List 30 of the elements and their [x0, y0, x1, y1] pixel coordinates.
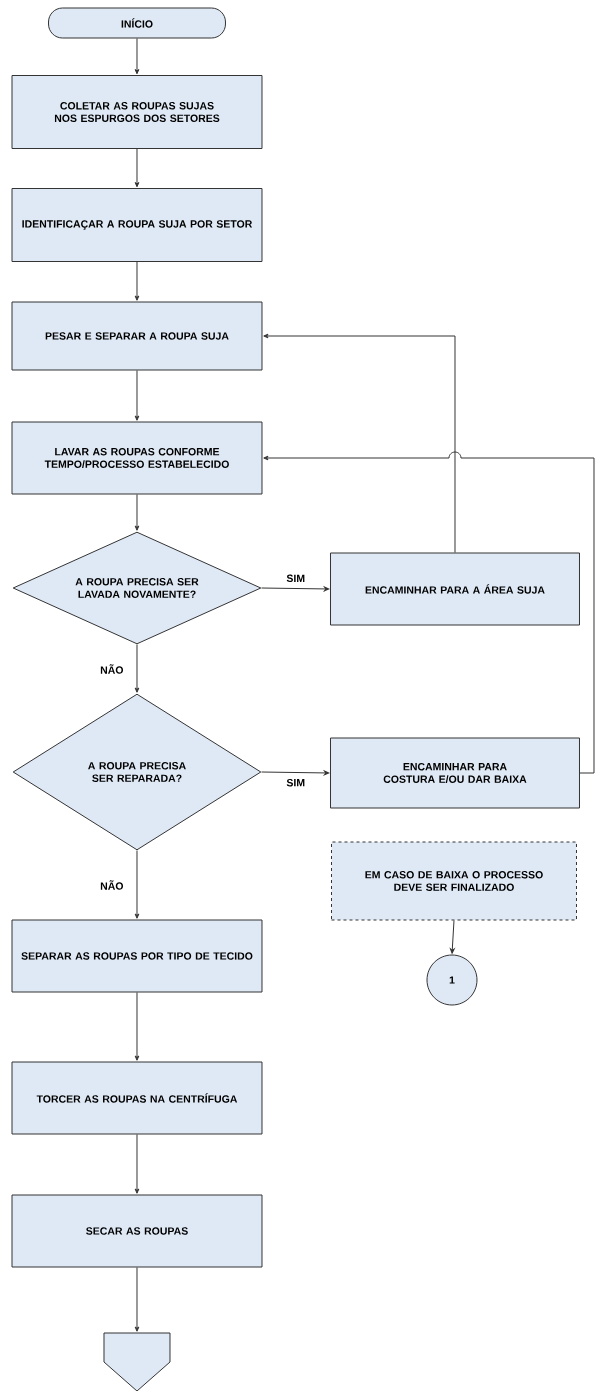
arrow [134, 370, 140, 421]
arrow [134, 494, 140, 531]
arrow [134, 850, 140, 919]
edge-label: NÃO [100, 880, 124, 890]
process-box: ENCAMINHAR PARA A ÁREA SUJA [330, 552, 580, 626]
arrow [134, 644, 140, 693]
arrow [263, 333, 456, 553]
process-box: COLETAR AS ROUPAS SUJAS NOS ESPURGOS DOS SETORES [11, 75, 263, 149]
edge-label: NÃO [100, 664, 124, 674]
arrow [261, 770, 330, 776]
off-page-connector [103, 1332, 171, 1391]
process-box: IDENTIFICAÇAR A ROUPA SUJA POR SETOR [11, 188, 263, 262]
arrow [134, 38, 140, 75]
process-box: TORCER AS ROUPAS NA CENTRÍFUGA [11, 1061, 263, 1135]
arrow [450, 920, 455, 954]
arrow [134, 1267, 140, 1332]
edge-label: SIM [286, 574, 305, 582]
edge-label: SIM [286, 779, 305, 787]
process-box: SECAR AS ROUPAS [11, 1194, 263, 1268]
process-box: SEPARAR AS ROUPAS POR TIPO DE TECIDO [11, 919, 263, 993]
process-box: PESAR E SEPARAR A ROUPA SUJA [11, 301, 263, 371]
process-box: LAVAR AS ROUPAS CONFORME TEMPO/PROCESSO ESTABELECIDO [11, 421, 263, 495]
terminal-box: INÍCIO [48, 7, 226, 39]
arrow [134, 1134, 140, 1194]
arrow [134, 261, 140, 301]
arrow [134, 992, 140, 1061]
process-box: ENCAMINHAR PARA COSTURA E/OU DAR BAIXA [330, 737, 580, 809]
note-box: EM CASO DE BAIXA O PROCESSO DEVE SER FINALIZADO [331, 841, 577, 921]
arrow [261, 586, 330, 592]
arrow [134, 148, 140, 188]
